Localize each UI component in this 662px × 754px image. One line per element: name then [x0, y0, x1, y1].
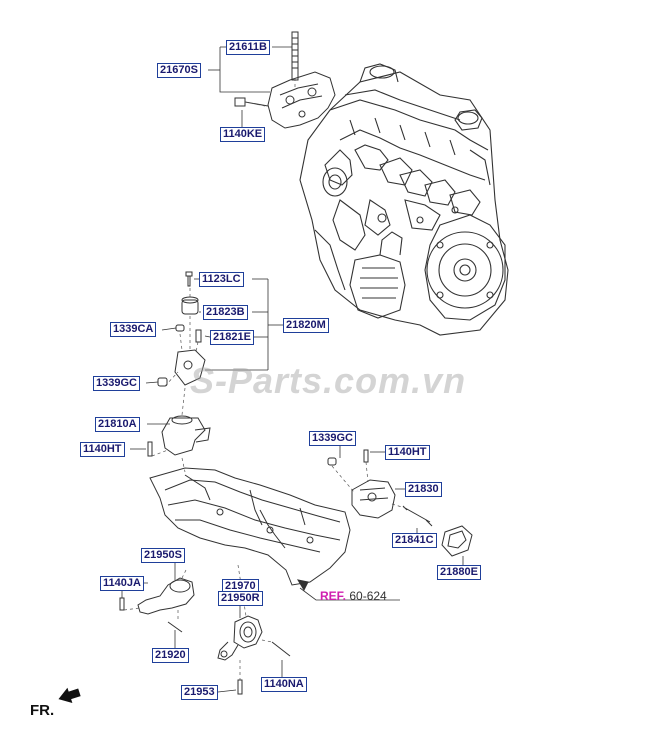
part-label-21823B[interactable]: 21823B [203, 305, 248, 320]
assembly-dashed-lines [123, 78, 406, 680]
part-label-1339CA[interactable]: 1339CA [110, 322, 157, 337]
part-label-21950S[interactable]: 21950S [141, 548, 185, 563]
part-label-21821E[interactable]: 21821E [210, 330, 254, 345]
part-label-21880E[interactable]: 21880E [437, 565, 481, 580]
part-label-21810A[interactable]: 21810A [95, 417, 140, 432]
right-mount-drawing [327, 449, 473, 557]
part-label-21920[interactable]: 21920 [152, 648, 189, 663]
reference-prefix: REF. [320, 589, 347, 603]
part-label-21953[interactable]: 21953 [181, 685, 218, 700]
part-label-21830[interactable]: 21830 [405, 482, 442, 497]
part-label-21970[interactable]: 21970 [222, 579, 259, 594]
part-label-21611B[interactable]: 21611B [226, 40, 270, 55]
leader-lines [121, 46, 464, 693]
part-label-1140NA[interactable]: 1140NA [261, 677, 307, 692]
reference-number: 60-624 [349, 589, 387, 603]
watermark-text: S-Parts.com.vn [190, 360, 467, 401]
part-label-1339GC-left[interactable]: 1339GC [93, 376, 140, 391]
part-label-21841C[interactable]: 21841C [392, 533, 437, 548]
part-label-1123LC[interactable]: 1123LC [199, 272, 244, 287]
part-label-21820M[interactable]: 21820M [283, 318, 329, 333]
part-label-21670S[interactable]: 21670S [157, 63, 201, 78]
roll-rod-rear-drawing [217, 615, 291, 695]
part-label-1140HT-left[interactable]: 1140HT [80, 442, 125, 457]
subframe-drawing [149, 467, 351, 586]
front-direction-arrow-icon [58, 687, 81, 703]
ref-arrow-icon [296, 579, 309, 592]
reference-callout[interactable]: REF. 60-624 [320, 589, 387, 603]
engine-block-drawing [299, 63, 509, 336]
part-label-21950R[interactable]: 21950R [218, 591, 263, 606]
front-direction-label: FR. [30, 702, 55, 719]
part-label-1140HT-right[interactable]: 1140HT [385, 445, 430, 460]
part-label-1339GC-right[interactable]: 1339GC [309, 431, 356, 446]
left-mount-drawing [147, 271, 211, 457]
part-label-1140KE[interactable]: 1140KE [220, 127, 266, 142]
part-label-1140JA[interactable]: 1140JA [100, 576, 144, 591]
